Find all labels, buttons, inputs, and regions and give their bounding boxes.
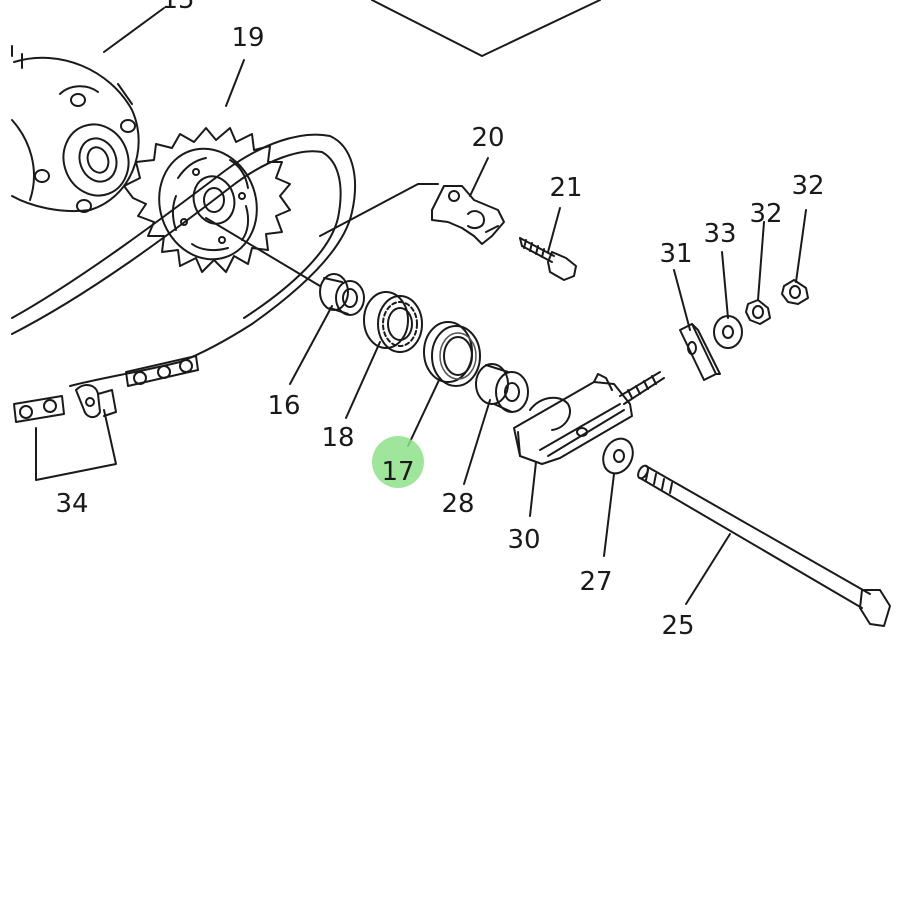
callout-16: 16: [267, 391, 300, 421]
chain-puller-part-30: [513, 371, 665, 465]
callout-27: 27: [579, 567, 612, 597]
reference-frame-lines: [11, 0, 601, 57]
callout-32-b: 32: [791, 171, 824, 201]
collar-part-16: [319, 273, 365, 316]
callout-30: 30: [507, 525, 540, 555]
axle-part-25: [637, 464, 891, 627]
plate-part-20: [431, 185, 505, 245]
nut-part-32-a: [745, 299, 771, 325]
callout-31: 31: [659, 239, 692, 269]
sprocket-part-19: [123, 127, 291, 273]
callout-20: 20: [471, 123, 504, 153]
drive-chain-loop: [11, 133, 356, 387]
chain-links-part-34: [13, 355, 199, 423]
nut-part-32-b: [781, 279, 809, 305]
callout-25: 25: [661, 611, 694, 641]
rear-hub-part-15: [11, 53, 140, 213]
oil-seal-part-17: [423, 321, 481, 387]
callout-33: 33: [703, 219, 736, 249]
callout-leader-lines: [35, 7, 807, 605]
callout-15: 15: [161, 0, 194, 15]
bearing-part-18: [363, 291, 423, 353]
callout-21: 21: [549, 173, 582, 203]
callout-19: 19: [231, 23, 264, 53]
callout-32-a: 32: [749, 199, 782, 229]
collar-part-28: [475, 363, 529, 413]
highlight-marker: [372, 436, 424, 488]
bolt-part-21: [519, 237, 577, 281]
callout-18: 18: [321, 423, 354, 453]
callout-34: 34: [55, 489, 88, 519]
callout-17: 17: [381, 457, 414, 487]
washer-part-27: [602, 437, 634, 475]
washer-part-33: [713, 315, 743, 349]
callout-28: 28: [441, 489, 474, 519]
